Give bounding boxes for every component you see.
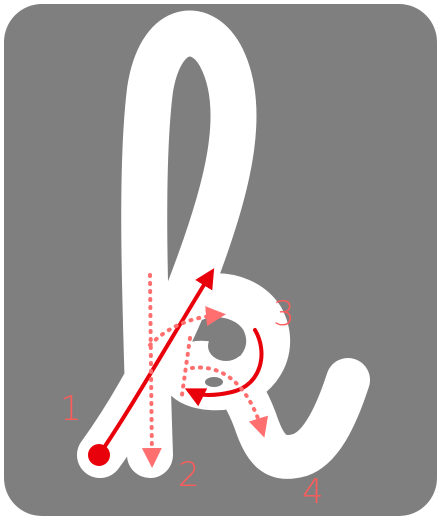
step-number-1: 1	[60, 389, 82, 429]
step-number-2: 2	[178, 455, 200, 495]
bowl-hole-upper	[208, 331, 244, 361]
step-number-3: 3	[273, 294, 295, 334]
step-number-4: 4	[302, 472, 324, 512]
bowl-hole-lower	[205, 377, 223, 387]
